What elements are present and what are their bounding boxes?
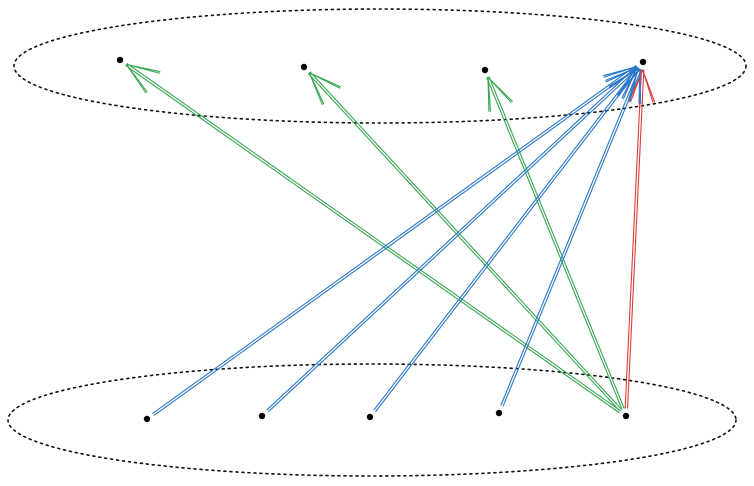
edge-b4-to-t4 [500,68,642,407]
edge-b2-to-t4 [266,66,639,412]
node-b4 [495,409,503,417]
nodes [116,56,647,423]
node-b2 [258,412,266,420]
edges [125,63,656,416]
node-t4 [639,58,647,66]
bottom-group-ellipse [7,363,737,477]
edge-b5-to-t1 [125,63,621,413]
edge-b1-to-t4 [152,65,638,416]
node-t3 [481,66,489,74]
top-group-ellipse [13,8,747,124]
edge-b5-to-t4 [624,69,656,409]
edge-b5-to-t2 [307,71,623,412]
edge-b3-to-t4 [373,67,640,412]
node-b1 [143,415,151,423]
node-t2 [300,63,308,71]
node-b3 [366,413,374,421]
edge-b5-to-t3 [486,76,625,410]
node-t1 [116,56,124,64]
node-b5 [622,412,630,420]
